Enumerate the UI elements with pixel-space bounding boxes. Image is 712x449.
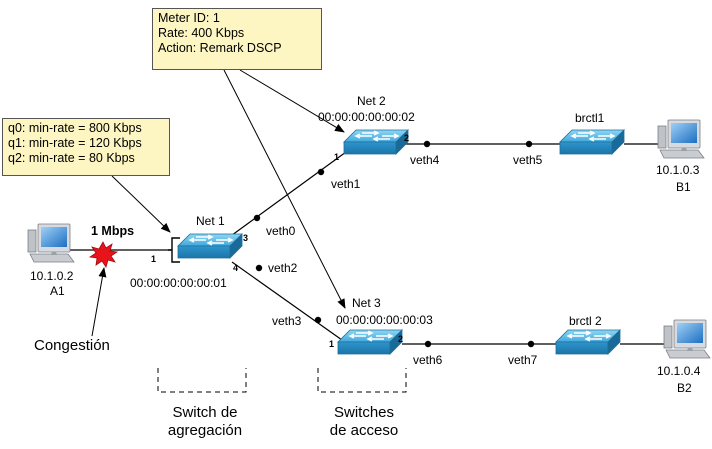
veth3-dot <box>314 316 322 324</box>
veth5-dot <box>525 140 533 148</box>
net1-port-4: 4 <box>233 263 239 273</box>
meter-id: Meter ID: 1 <box>158 11 220 25</box>
congestion-label: Congestión <box>34 337 110 354</box>
arrow-meter-net2 <box>239 69 345 133</box>
meter-note: Meter ID: 1 Rate: 400 Kbps Action: Remar… <box>152 8 322 70</box>
veth5-label: veth5 <box>513 153 543 167</box>
veth2-dot <box>255 264 263 272</box>
b1-name: B1 <box>676 180 691 194</box>
queue-bracket <box>168 237 180 263</box>
aggregation-caption-line2: agregación <box>167 422 243 439</box>
b2-name: B2 <box>677 381 692 395</box>
net1-name: Net 1 <box>196 214 225 228</box>
meter-rate: Rate: 400 Kbps <box>158 26 245 40</box>
net3-name: Net 3 <box>352 296 381 310</box>
net1-port-3: 3 <box>243 233 249 243</box>
congestion-burst <box>88 241 119 268</box>
veth0-dot <box>253 214 261 222</box>
access-group-bracket <box>317 368 407 393</box>
veth7-label: veth7 <box>508 353 538 367</box>
host-b2-icon <box>663 319 711 359</box>
net1-mac: 00:00:00:00:00:01 <box>130 276 227 290</box>
queue-q1: q1: min-rate = 120 Kbps <box>8 136 142 150</box>
net2-name: Net 2 <box>357 94 386 108</box>
switch-net2-icon <box>343 129 409 155</box>
net2-port-1: 1 <box>334 152 340 162</box>
link-rate: 1 Mbps <box>91 224 135 238</box>
host-b1-icon <box>657 119 705 159</box>
net3-mac: 00:00:00:00:00:03 <box>336 313 433 327</box>
link-net1-net3 <box>231 261 343 341</box>
aggregation-caption: Switch de agregación <box>150 404 260 440</box>
veth1-dot <box>317 168 325 176</box>
net2-mac: 00:00:00:00:00:02 <box>318 110 415 124</box>
access-caption-line2: de acceso <box>329 422 399 439</box>
net3-port-2: 2 <box>398 334 404 344</box>
access-caption: Switches de acceso <box>314 404 414 440</box>
net2-port-2: 2 <box>404 133 410 143</box>
veth7-dot <box>527 340 535 348</box>
veth0-label: veth0 <box>266 224 296 238</box>
arrow-queues <box>111 175 171 233</box>
b1-ip: 10.1.0.3 <box>656 163 700 177</box>
brctl1-name: brctl1 <box>575 111 605 125</box>
b2-ip: 10.1.0.4 <box>657 364 701 378</box>
net1-port-1: 1 <box>151 254 157 264</box>
brctl2-name: brctl 2 <box>569 314 602 328</box>
net3-port-1: 1 <box>329 339 335 349</box>
queues-note: q0: min-rate = 800 Kbps q1: min-rate = 1… <box>2 118 170 176</box>
veth4-dot <box>423 140 431 148</box>
switch-net1-icon <box>177 233 243 259</box>
host-a1-icon <box>27 223 75 263</box>
queue-q2: q2: min-rate = 80 Kbps <box>8 151 135 165</box>
arrow-meter-net3 <box>223 69 346 309</box>
switch-net3-icon <box>337 329 403 355</box>
aggregation-group-bracket <box>157 368 247 393</box>
veth2-label: veth2 <box>268 261 298 275</box>
meter-action: Action: Remark DSCP <box>158 41 282 55</box>
veth4-label: veth4 <box>410 153 440 167</box>
arrow-congestion <box>91 267 107 337</box>
switch-brctl2-icon <box>555 329 621 355</box>
veth6-label: veth6 <box>413 353 443 367</box>
aggregation-caption-line1: Switch de <box>172 404 238 421</box>
a1-ip: 10.1.0.2 <box>30 269 74 283</box>
a1-name: A1 <box>50 284 65 298</box>
veth6-dot <box>424 340 432 348</box>
access-caption-line1: Switches <box>333 404 395 421</box>
queue-q0: q0: min-rate = 800 Kbps <box>8 121 142 135</box>
switch-brctl1-icon <box>559 129 625 155</box>
veth1-label: veth1 <box>331 177 361 191</box>
veth3-label: veth3 <box>272 314 302 328</box>
